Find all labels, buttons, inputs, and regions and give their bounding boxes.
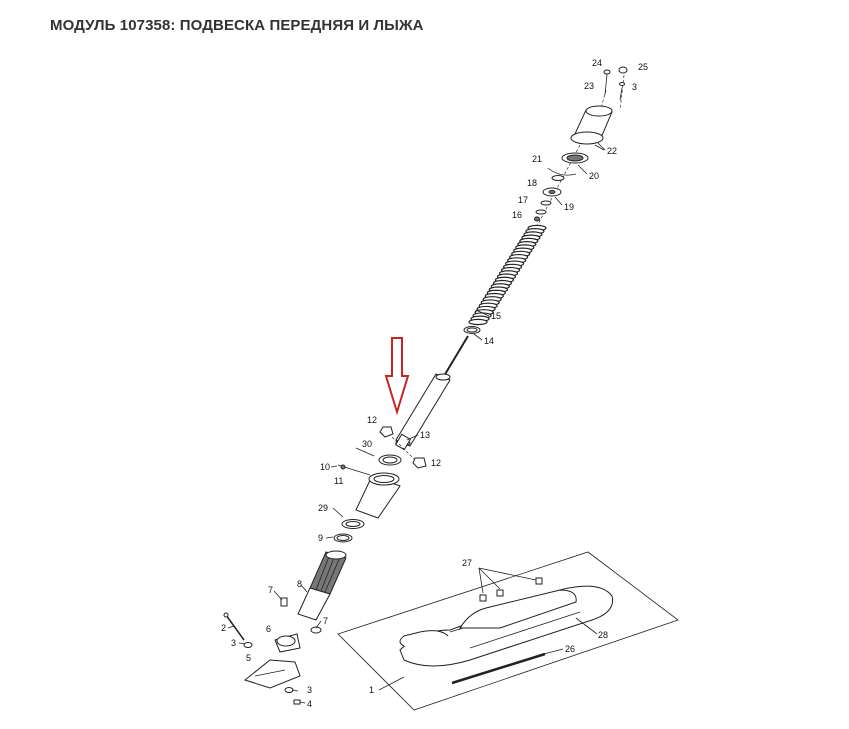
- label-16: 16: [512, 210, 522, 220]
- label-12a: 12: [367, 415, 377, 425]
- label-7b: 7: [323, 616, 328, 626]
- label-1: 1: [369, 685, 374, 695]
- label-5: 5: [246, 653, 251, 663]
- label-14: 14: [484, 336, 494, 346]
- nut-25: [618, 66, 628, 74]
- label-4: 4: [307, 699, 312, 709]
- label-9: 9: [318, 533, 323, 543]
- label-19: 19: [564, 202, 574, 212]
- label-25: 25: [638, 62, 648, 72]
- label-29: 29: [318, 503, 328, 513]
- ski-assembly: [337, 551, 679, 711]
- red-arrow-indicator: [384, 337, 410, 416]
- label-27: 27: [462, 558, 472, 568]
- part-labels: 1 2 3 3 3 4 5 6 7 7 8 9 10 11 12 12 13 1…: [221, 58, 648, 709]
- label-8: 8: [297, 579, 302, 589]
- shock-absorber-13: [394, 335, 469, 451]
- coil-spring-15: [468, 224, 547, 326]
- bolt-7b: [310, 626, 322, 634]
- label-3c: 3: [632, 82, 637, 92]
- part-18: [540, 200, 552, 206]
- label-30: 30: [362, 439, 372, 449]
- label-2: 2: [221, 623, 226, 633]
- label-3a: 3: [231, 638, 236, 648]
- label-10: 10: [320, 462, 330, 472]
- part-16: [534, 216, 540, 222]
- label-20: 20: [589, 171, 599, 181]
- spring-coil: [468, 318, 488, 326]
- label-11: 11: [334, 476, 343, 486]
- spindle-8: [297, 550, 347, 621]
- label-18: 18: [527, 178, 537, 188]
- top-cap-assembly: [570, 66, 628, 151]
- label-24: 24: [592, 58, 602, 68]
- label-3b: 3: [307, 685, 312, 695]
- label-23: 23: [584, 81, 594, 91]
- part-17: [535, 209, 547, 215]
- label-26: 26: [565, 644, 575, 654]
- label-15: 15: [491, 311, 501, 321]
- leader-lines: [227, 142, 606, 704]
- page-title: МОДУЛЬ 107358: ПОДВЕСКА ПЕРЕДНЯЯ И ЛЫЖА: [50, 17, 424, 34]
- label-12b: 12: [431, 458, 441, 468]
- label-13: 13: [420, 430, 430, 440]
- label-17: 17: [518, 195, 528, 205]
- spindle-housing-11: [337, 464, 401, 519]
- label-7a: 7: [268, 585, 273, 595]
- part-21: [551, 175, 565, 181]
- ski-bracket-5: [223, 612, 301, 705]
- label-28: 28: [598, 630, 608, 640]
- bolt-7: [280, 597, 288, 607]
- bolts-12: [379, 426, 427, 469]
- label-22: 22: [607, 146, 617, 156]
- spring-seat-assembly: [534, 144, 589, 229]
- label-6: 6: [266, 624, 271, 634]
- label-21: 21: [532, 154, 542, 164]
